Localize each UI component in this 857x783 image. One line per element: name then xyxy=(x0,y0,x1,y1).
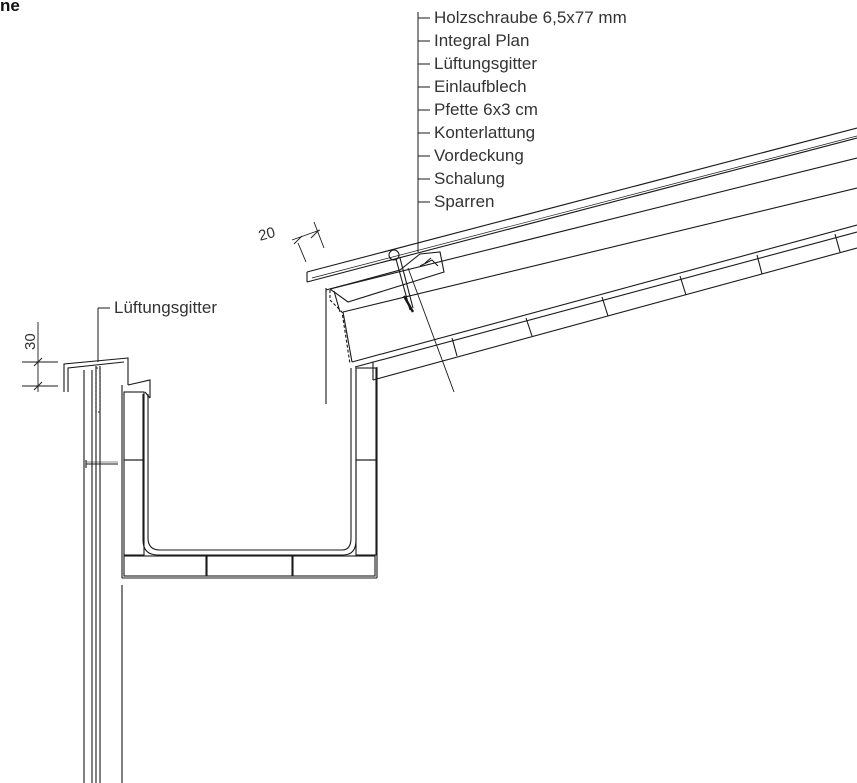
dimension-label-30: 30 xyxy=(22,333,39,350)
inlet-sheet xyxy=(325,284,351,404)
gutter-channel xyxy=(121,367,378,579)
label-integral-plan: Integral Plan xyxy=(434,31,529,50)
label-lueftungsgitter-left: Lüftungsgitter xyxy=(114,298,217,317)
label-lueftungsgitter-top: Lüftungsgitter xyxy=(434,54,537,73)
parapet-wall xyxy=(83,366,123,783)
screw xyxy=(388,249,415,313)
insulation-blocks-right xyxy=(355,367,377,556)
label-vordeckung: Vordeckung xyxy=(434,146,524,165)
dimension-30 xyxy=(22,322,58,392)
rafter xyxy=(342,187,857,368)
label-sparren: Sparren xyxy=(434,192,494,211)
coping-cap xyxy=(63,357,151,399)
label-schalung: Schalung xyxy=(434,169,505,188)
boarding-layer xyxy=(372,233,857,381)
label-konterlattung: Konterlattung xyxy=(434,123,535,142)
dimension-20 xyxy=(291,221,325,263)
wall-screw xyxy=(85,460,118,468)
counter-batten-layer xyxy=(329,157,857,290)
component-labels: Holzschraube 6,5x77 mm Integral Plan Lüf… xyxy=(114,8,627,317)
label-holzschraube: Holzschraube 6,5x77 mm xyxy=(434,8,627,27)
roof-covering xyxy=(306,127,857,283)
dimension-label-20: 20 xyxy=(257,224,278,245)
ventilation-grille-left xyxy=(95,367,101,413)
label-einlaufblech: Einlaufblech xyxy=(434,77,527,96)
insulation-blocks-bottom xyxy=(123,555,376,577)
leader-lines xyxy=(97,12,430,362)
insulation-blocks-left xyxy=(123,391,145,556)
ventilation-grille-top xyxy=(419,257,439,267)
drawing-heading-fragment: ne xyxy=(0,0,20,15)
label-pfette: Pfette 6x3 cm xyxy=(434,100,538,119)
roof-section-axis xyxy=(407,267,455,393)
